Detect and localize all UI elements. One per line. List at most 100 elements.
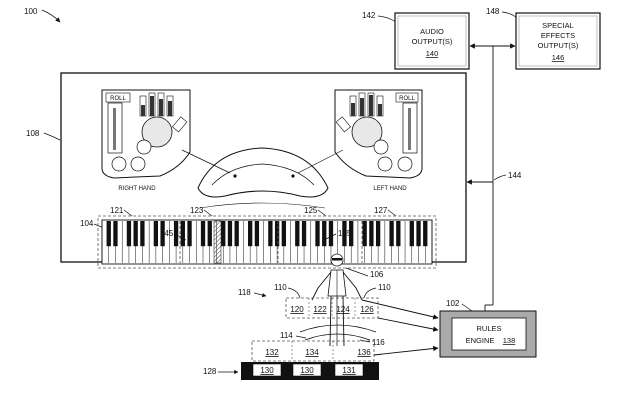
black-key (200, 221, 206, 247)
black-key (234, 221, 239, 247)
left-roll-label: ROLL (399, 96, 415, 102)
right-finger-sliders (139, 92, 188, 133)
upper-sensor-4: 126 (360, 305, 374, 314)
black-key (389, 221, 394, 247)
rules-engine-ref: 102 (446, 299, 460, 308)
highlighted-key (213, 220, 222, 264)
black-key (126, 221, 132, 247)
key-ref-2: 123 (190, 206, 204, 215)
bus-ref: 144 (508, 171, 522, 180)
keyboard-ref: 104 (80, 219, 94, 228)
black-key (133, 221, 138, 247)
rules-engine-line1: RULES (476, 324, 501, 333)
sensor-group-ref: 118 (238, 288, 251, 297)
floor-ref: 128 (203, 367, 217, 376)
black-key (362, 221, 367, 247)
black-key (187, 221, 192, 247)
right-hand-label: RIGHT HAND (118, 186, 156, 192)
black-key (160, 221, 165, 247)
black-key (248, 221, 253, 247)
black-key (106, 221, 111, 247)
display-ref: 108 (26, 129, 40, 138)
black-key (274, 221, 280, 247)
black-keys (106, 221, 428, 247)
black-key (375, 221, 381, 247)
black-key (281, 221, 286, 247)
black-key (322, 221, 327, 247)
black-key (227, 221, 233, 247)
lower-sensor-group: 132 134 136 (251, 340, 375, 362)
wave-ref: 114 (280, 331, 293, 340)
black-key (254, 221, 260, 247)
black-key (369, 221, 374, 247)
key-region-labels: 121 123 125 127 (110, 202, 397, 217)
black-key (396, 221, 401, 247)
right-roll-label: ROLL (110, 96, 126, 102)
black-key (301, 221, 307, 247)
rules-engine-id: 138 (503, 336, 516, 345)
sensor-wave-field: 114 116 (280, 324, 385, 347)
black-key (349, 221, 354, 247)
black-key (342, 221, 347, 247)
keyboard: 104 145 145 (80, 215, 437, 269)
connection-bus: 144 (466, 43, 522, 311)
hand-bridge (181, 147, 344, 198)
upper-sensor-3: 124 (336, 305, 350, 314)
audio-box-line1: AUDIO (420, 27, 444, 36)
audio-leader (377, 15, 397, 23)
black-key (416, 221, 421, 247)
upper-sensor-1: 120 (290, 305, 304, 314)
black-key (207, 221, 212, 247)
floor-pad-1: 130 (260, 366, 274, 375)
rules-engine-inputs (361, 299, 439, 356)
black-key (328, 221, 334, 247)
marker-ref-right: 145 (338, 229, 352, 238)
black-key (153, 221, 159, 247)
key-ref-4: 127 (374, 206, 388, 215)
performer-figure: 106 (311, 253, 384, 347)
left-finger-sliders (335, 92, 384, 133)
wave-ref-2: 116 (372, 338, 385, 347)
key-ref-3: 125 (304, 206, 318, 215)
floor-pad-3: 131 (342, 366, 356, 375)
special-box-line1: SPECIAL (542, 21, 574, 30)
black-key (295, 221, 300, 247)
black-key (173, 221, 179, 247)
floor-pad-2: 130 (300, 366, 314, 375)
black-key (315, 221, 320, 247)
audio-box-ref: 142 (362, 11, 376, 20)
sensor-left-ref: 110 (274, 283, 287, 292)
special-box-ref: 148 (486, 7, 500, 16)
lower-sensor-2: 134 (305, 348, 319, 357)
audio-output-box: 142 AUDIO OUTPUT(S) 140 (362, 11, 470, 70)
left-hand-label: LEFT HAND (373, 186, 407, 192)
left-hand-glove: ROLL LEFT HAND (334, 89, 423, 192)
special-box-line2: EFFECTS (541, 31, 575, 40)
sensor-right-ref: 110 (378, 283, 391, 292)
black-key (140, 221, 145, 247)
audio-box-line2: OUTPUT(S) (412, 37, 453, 46)
marker-ref-left: 145 (160, 229, 174, 238)
performer-ref: 106 (370, 270, 384, 279)
figure-number: 100 (24, 7, 38, 16)
black-key (268, 221, 273, 247)
upper-sensor-group: 118 110 110 120 122 124 126 (238, 283, 391, 319)
rules-engine-line2: ENGINE (466, 336, 495, 345)
upper-sensor-2: 122 (313, 305, 327, 314)
rules-engine-box: 102 RULES ENGINE 138 (439, 299, 537, 358)
figure-arrow (41, 9, 61, 23)
special-box-id: 146 (552, 53, 565, 62)
right-hand-glove: ROLL RIGHT HAND (101, 89, 191, 192)
black-key (409, 221, 414, 247)
special-effects-box: 148 SPECIAL EFFECTS OUTPUT(S) 146 (486, 7, 601, 70)
black-key (221, 221, 226, 247)
floor-mat: 128 130 130 131 (203, 362, 379, 380)
lower-sensor-1: 132 (265, 348, 279, 357)
lower-sensor-3: 136 (357, 348, 371, 357)
audio-box-id: 140 (426, 49, 439, 58)
black-key (180, 221, 185, 247)
black-key (113, 221, 118, 247)
black-key (423, 221, 428, 247)
key-ref-1: 121 (110, 206, 124, 215)
